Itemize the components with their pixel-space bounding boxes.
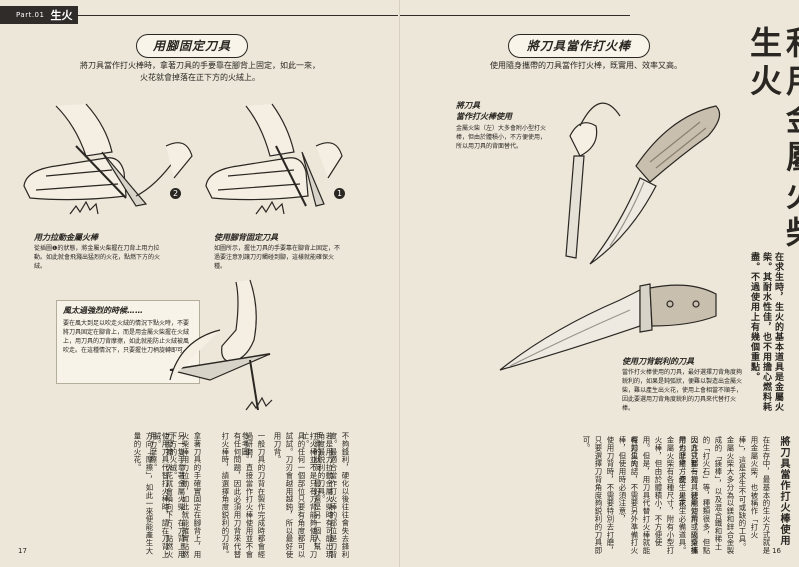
left-body-col-8: 使用刀具代替打火棒時，請在刀背上用力摩擦。: [149, 432, 170, 559]
intro-text: 在求生時，生火的基本道具是金屬火柴。其耐水性佳，也不用擔心燃料耗盡。不過使用上有…: [749, 252, 783, 412]
header-rule-right: [400, 15, 630, 16]
rod-section-title: 將刀具當作打火棒: [508, 34, 650, 58]
right-body-col-4: 金屬火柴有各種尺寸，附有小型打火棒，但由於體積小，不方便使用。但是，用刀具代替打…: [630, 436, 675, 555]
chapter-label: 生火: [50, 9, 73, 22]
right-body-col-5: 有刀具的話，不需要另外準備打火棒，但使用時必須注意，: [618, 436, 639, 555]
wind-box-title: 風太過強烈的時候……: [63, 306, 143, 315]
right-body-col-3: 因此只要有刀具就能使用，隨身攜帶也非常方便，是求生必備道具。: [678, 436, 699, 555]
knife-as-rod-title-1: 將刀具: [456, 101, 480, 110]
sharp-spine-text: 當作打火棒使用的刀具，最好選擇刀背角度夠鋭利的，如果是鈍弧狀，便難以製造出金屬火…: [622, 369, 743, 412]
right-body-col-2: 金屬火柴大多分為以鎂和鋅合金製成的「鎂棒」，以及混合鐵和稀土的「打火石」等，種類…: [678, 436, 735, 555]
step-2-title: 用力拉動金屬火棒: [34, 233, 98, 242]
right-page: 將刀具當作打火棒 使用隨身攜帶的刀具當作打火棒，既實用、效率又高。 將刀具 當作…: [400, 0, 799, 567]
page-number-left: 17: [18, 547, 27, 555]
right-body-col-1: 在生存中，最基本的生火方式就是用金屬火柴，也被稱作「打火棒」，這是求生不可或缺的…: [738, 436, 771, 555]
page-gutter: [399, 0, 400, 567]
left-body-col-5: 參考圖。: [241, 432, 250, 464]
step-1-text: 如圖所示，握住刀具的手要靠在腳背上固定，不過要注意別讓刀刃觸碰到腳，這樣就能確保…: [214, 245, 341, 270]
step-1-marker: 1: [334, 188, 345, 199]
knife-as-rod-text: 金屬火柴（左）大多會附小型打火棒，但由於體積小，不方便使用，所以用刀具的背面替代…: [456, 125, 547, 150]
page-number-right: 16: [772, 547, 781, 555]
hand-knife-illustration: [169, 279, 273, 411]
main-title: 利用金屬火柴生火: [745, 26, 799, 254]
foot-section-title: 用腳固定刀具: [136, 34, 248, 58]
right-body-col-6: 使用刀背時，不需要特別去打磨，只要選擇刀背角度夠鋭利的刀具即可。: [582, 436, 615, 555]
sharp-spine-title: 使用刀背鋭利的刀具: [622, 357, 694, 366]
left-page: Part.01 生火 用腳固定刀具 將刀具當作打火棒時，拿著刀具的手要靠在腳背上…: [0, 0, 399, 567]
step-1-title: 使用腳背固定刀具: [214, 233, 278, 242]
left-body-col-2: 若是用力拉動金屬火柴時有可能出現手滑的狀況，最好還是另一個人幫忙。: [301, 432, 334, 559]
sharp-knife-illustration: [499, 283, 717, 371]
step-2-text: 從插圖❶的狀態，將金屬火柴握在刀背上用力拉動。如此就會飛濺出猛烈的火花，點燃下方…: [34, 245, 161, 270]
knife-as-rod-title-2: 當作打火棒使用: [456, 112, 512, 121]
left-body-col-7: 另一隻手拿著金屬火柴，在刀背上用力摩擦，火花就會噴向下方，點燃火絨。: [153, 432, 186, 559]
rod-section-desc: 使用隨身攜帶的刀具當作打火棒，既實用、效率又高。: [490, 61, 682, 70]
part-tag: Part.01 生火: [0, 6, 78, 24]
left-body-col-1: 不夠鋒利，硬化以後往往會失去鋒利度。最適合當作打火棒的部位是刀背角度最鋭利的刀具…: [317, 432, 350, 559]
left-body-col-9: 方向「摩擦」，如此一來便能產生大量的火花。: [133, 432, 154, 555]
foot-illustration: [23, 103, 343, 215]
left-body-col-4: 一般刀具的刀背在製作完成時都會經過研磨，直接當作打火棒使用並不會有任何問題，因此…: [221, 432, 266, 559]
part-label: Part.01: [16, 11, 45, 19]
side-title: 將刀具當作打火棒使用: [778, 436, 789, 546]
knife-rod-illustration: [565, 102, 721, 265]
wind-box: 風太過強烈的時候…… 要在風大到足以吹走火絨的情況下點火時，不要將刀具固定在腳背…: [56, 300, 200, 384]
header-rule: [78, 15, 398, 16]
step-2-marker: 2: [170, 188, 181, 199]
left-body-col-3: 打火棒並不是只有刀背能夠使用，刀具的任何一個部位只要有角度都可以試試。刀刃會越用…: [273, 432, 318, 559]
left-body-col-6: 拿著刀具的手確實固定在腳背上，用火柴棒用力拉動，如此就能確實點燃下方的火絨。: [169, 432, 202, 559]
foot-section-desc: 將刀具當作打火棒時，拿著刀具的手要靠在腳背上固定，如此一來，火花就會掉落在正下方…: [80, 61, 320, 82]
wind-box-text: 要在風大到足以吹走火絨的情況下點火時，不要將刀具固定在腳背上，而是用金屬火柴握在…: [63, 320, 190, 354]
